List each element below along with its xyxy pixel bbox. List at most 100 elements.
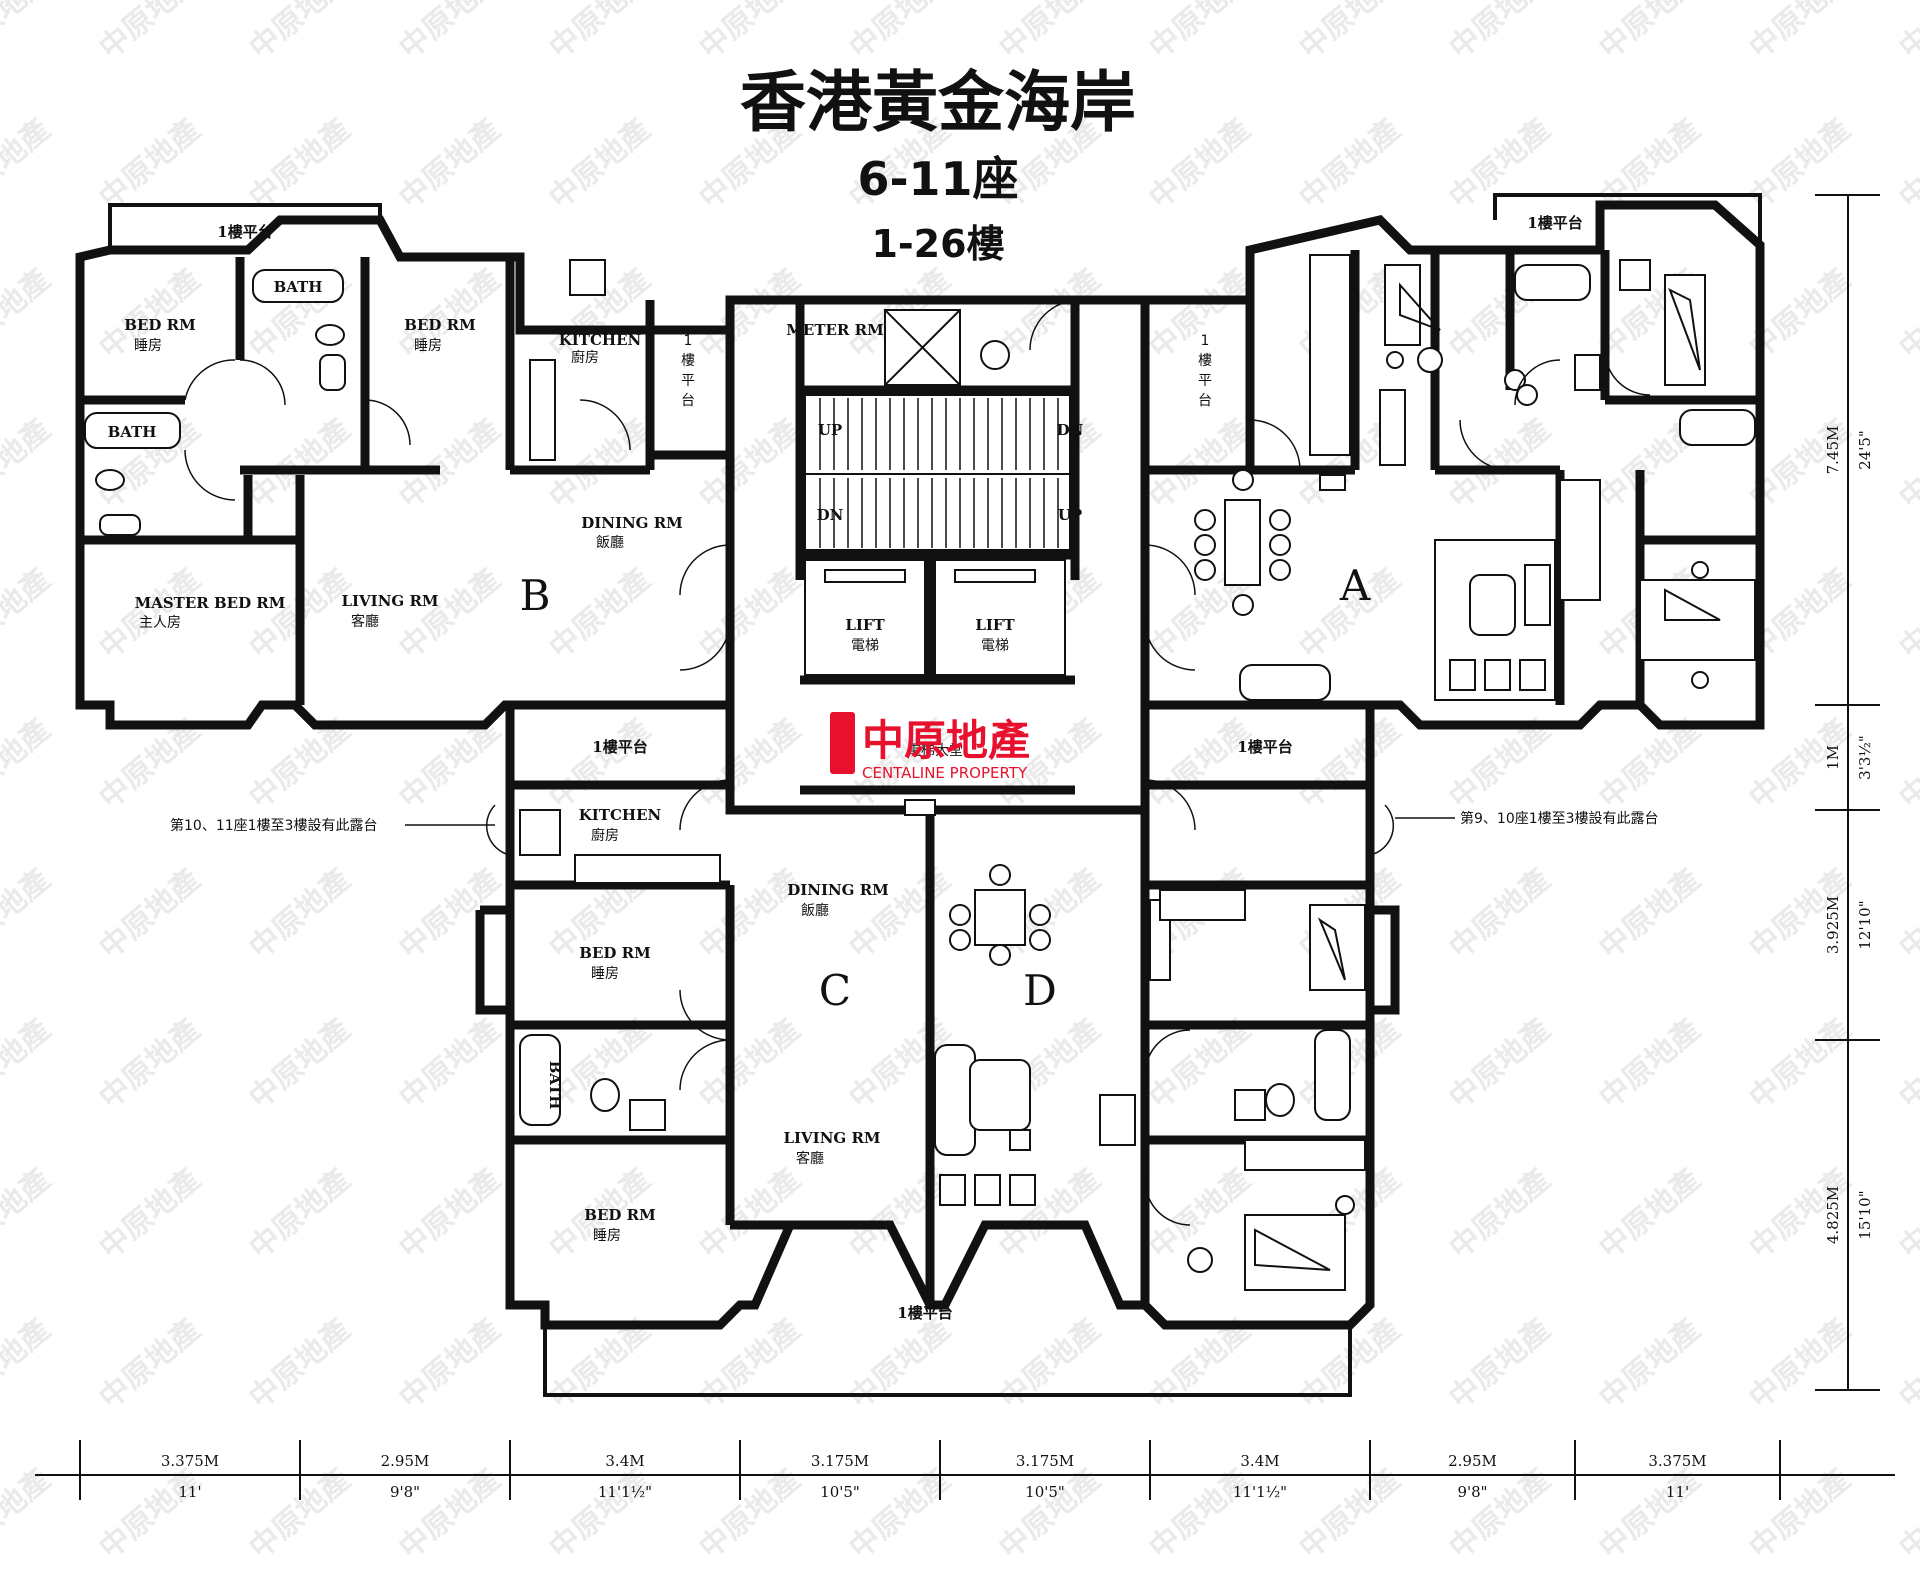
watermark-text: 中原地產: [693, 262, 807, 366]
bottom-dimensions: 3.375M11'2.95M9'8"3.4M11'1½"3.175M10'5"3…: [35, 1440, 1895, 1501]
watermark-text: 中原地產: [93, 862, 207, 966]
watermark-text: 中原地產: [243, 112, 357, 216]
unit-a-label: A: [1339, 561, 1371, 610]
dn-label: DN: [1057, 421, 1084, 439]
watermark-text: 中原地產: [693, 1162, 807, 1266]
bed-rm-label: BED RM: [579, 944, 650, 962]
kitchen-zh-label: 廚房: [591, 827, 619, 844]
watermark-text: 中原地產: [1893, 712, 1920, 816]
dim-metric: 2.95M: [381, 1452, 430, 1470]
kitchen-label: KITCHEN: [559, 331, 642, 349]
note-left: 第10、11座1樓至3樓設有此露台: [170, 817, 377, 834]
watermark-text: 中原地產: [93, 1312, 207, 1416]
watermark-text: 中原地產: [0, 862, 57, 966]
watermark-text: 中原地產: [243, 862, 357, 966]
dim-metric: 3.4M: [1240, 1452, 1279, 1470]
watermark-text: 中原地產: [1893, 1312, 1920, 1416]
watermark-text: 中原地產: [693, 412, 807, 516]
dim-metric: 3.375M: [161, 1452, 219, 1470]
bed-rm-label: BED RM: [404, 316, 475, 334]
flat-roof-label: 1樓平台: [592, 738, 647, 756]
watermark-text: 中原地產: [543, 1462, 657, 1566]
watermark-text: 中原地產: [993, 262, 1107, 366]
watermark-text: 中原地產: [843, 862, 957, 966]
blocks-label: 6-11座: [857, 152, 1018, 206]
watermark-text: 中原地產: [393, 1162, 507, 1266]
watermark-text: 中原地產: [1593, 1312, 1707, 1416]
watermark-text: 中原地產: [1893, 862, 1920, 966]
dim-imperial: 3'3½": [1856, 735, 1874, 780]
lift-zh-label: 電梯: [851, 638, 879, 654]
watermark-text: 中原地產: [243, 1012, 357, 1116]
watermark-text: 中原地產: [693, 562, 807, 666]
dim-imperial: 24'5": [1856, 430, 1874, 470]
dim-metric: 3.375M: [1648, 1452, 1706, 1470]
watermark-text: 中原地產: [1893, 562, 1920, 666]
dim-imperial: 9'8": [1457, 1483, 1487, 1501]
dining-rm-zh-label: 飯廳: [596, 534, 624, 551]
watermark-text: 中原地產: [1593, 862, 1707, 966]
flat-roof-vertical-4: 台: [681, 393, 695, 409]
watermark-text: 中原地產: [993, 1462, 1107, 1566]
logo-en: CENTALINE PROPERTY: [862, 764, 1028, 782]
watermark-text: 中原地產: [0, 262, 57, 366]
watermark-text: 中原地產: [93, 1162, 207, 1266]
dim-imperial: 12'10": [1856, 900, 1874, 949]
dim-metric: 3.925M: [1824, 896, 1842, 954]
watermark-text: 中原地產: [1593, 1012, 1707, 1116]
dim-imperial: 11': [178, 1483, 201, 1501]
bed-rm-zh-label: 睡房: [134, 338, 162, 354]
dim-metric: 1M: [1824, 745, 1842, 770]
up-label: UP: [1058, 506, 1082, 524]
bed-rm-zh-label: 睡房: [591, 966, 619, 982]
watermark-text: 中原地產: [1443, 1312, 1557, 1416]
note-right: 第9、10座1樓至3樓設有此露台: [1460, 810, 1659, 827]
watermark-text: 中原地產: [693, 1462, 807, 1566]
dining-rm-zh-label: 飯廳: [801, 902, 829, 919]
watermark-text: 中原地產: [1293, 712, 1407, 816]
watermark-text: 中原地產: [543, 412, 657, 516]
living-rm-label: LIVING RM: [783, 1129, 880, 1147]
watermark-text: 中原地產: [1893, 1462, 1920, 1566]
watermark-text: 中原地產: [693, 0, 807, 66]
bath-label: BATH: [274, 278, 323, 296]
watermark-text: 中原地產: [1893, 1162, 1920, 1266]
watermark-text: 中原地產: [1143, 262, 1257, 366]
watermark-text: 中原地產: [993, 0, 1107, 66]
watermark-text: 中原地產: [1443, 862, 1557, 966]
watermark-text: 中原地產: [543, 562, 657, 666]
unit-b-label: B: [520, 571, 551, 620]
watermark-text: 中原地產: [0, 0, 57, 66]
watermark-text: 中原地產: [1593, 1462, 1707, 1566]
dim-imperial: 10'5": [1025, 1483, 1065, 1501]
watermark-text: 中原地產: [393, 412, 507, 516]
flat-roof-label: 1樓平台: [217, 223, 272, 241]
bed-rm-label: BED RM: [124, 316, 195, 334]
bed-rm-zh-label: 睡房: [593, 1228, 621, 1244]
bath-label: BATH: [546, 1061, 564, 1110]
dn-label: DN: [817, 506, 844, 524]
title: 香港黃金海岸: [740, 64, 1136, 141]
watermark-text: 中原地產: [1143, 112, 1257, 216]
watermark-text: 中原地產: [1593, 0, 1707, 66]
dining-rm-label: DINING RM: [787, 881, 889, 899]
living-rm-zh-label: 客廳: [351, 613, 379, 630]
dim-metric: 7.45M: [1824, 426, 1842, 475]
watermark-text: 中原地產: [1293, 1462, 1407, 1566]
logo-zh: 中原地產: [862, 716, 1030, 765]
watermark-text: 中原地產: [1443, 112, 1557, 216]
fixtures: [84, 254, 1756, 1291]
flat-roof-vertical-3: 平: [681, 373, 695, 389]
master-bed-rm-label: MASTER BED RM: [135, 594, 286, 612]
watermark-text: 中原地產: [1143, 712, 1257, 816]
watermark-text: 中原地產: [993, 1312, 1107, 1416]
living-rm-label: LIVING RM: [341, 592, 438, 610]
watermark-text: 中原地產: [393, 1462, 507, 1566]
room-labels: 1樓平台 BATH BED RM 睡房 BED RM 睡房 KITCHEN 廚房…: [108, 214, 1583, 1322]
watermark-text: 中原地產: [1593, 1162, 1707, 1266]
watermark-text: 中原地產: [843, 0, 957, 66]
watermark-text: 中原地產: [393, 562, 507, 666]
watermark-text: 中原地產: [543, 112, 657, 216]
bed-rm-label: BED RM: [584, 1206, 655, 1224]
dim-imperial: 11'1½": [598, 1483, 652, 1501]
